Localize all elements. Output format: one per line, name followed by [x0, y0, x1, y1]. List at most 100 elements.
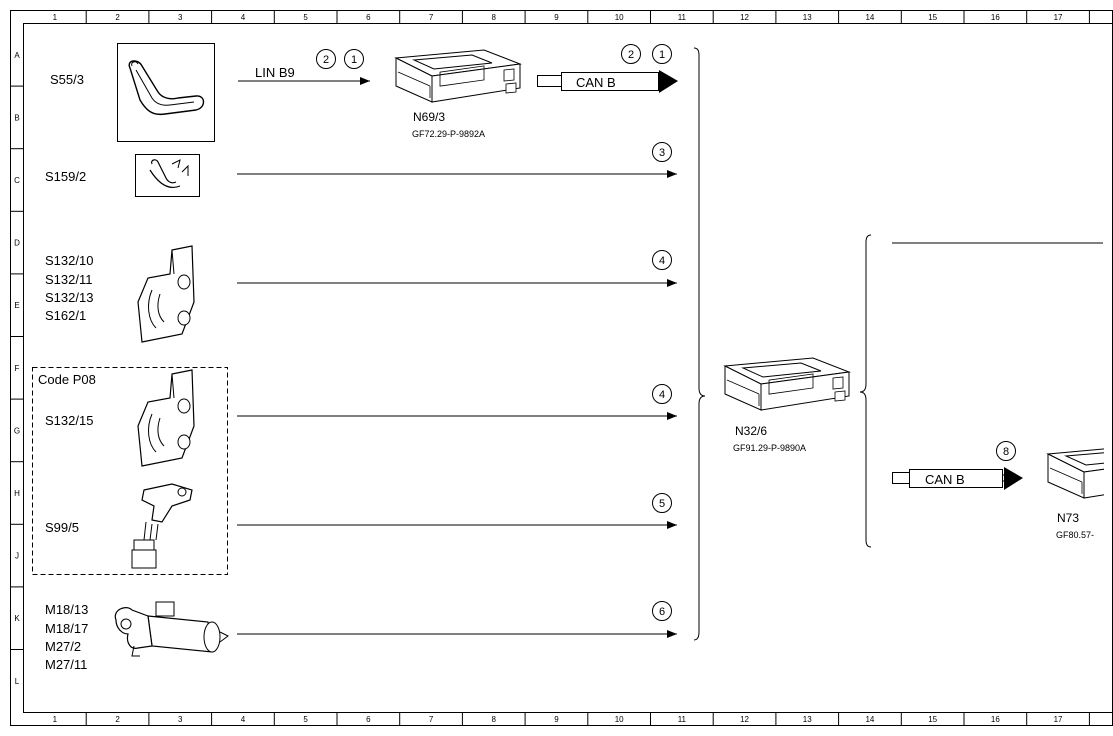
position-sensor-icon — [131, 483, 193, 569]
grid-column-label: 12 — [740, 715, 749, 724]
grid-column-label: 6 — [366, 13, 371, 22]
door-switch-icon — [137, 369, 195, 467]
motor-label-3: M27/2 — [45, 639, 81, 654]
svg-text:2: 2 — [323, 54, 329, 66]
grid-row-label: F — [15, 364, 20, 373]
grid-row-label: E — [14, 301, 19, 310]
lumbar-switch-label: S159/2 — [45, 169, 86, 184]
svg-text:3: 3 — [659, 147, 665, 159]
code-p08-label: Code P08 — [38, 372, 96, 387]
switch-group-label-2: S132/11 — [45, 272, 92, 287]
grid-column-label: 15 — [928, 715, 937, 724]
grid-column-label: 16 — [991, 13, 1000, 22]
grid-row-label: H — [14, 489, 20, 498]
grid-column-label: 7 — [429, 715, 434, 724]
control-unit-icon — [394, 49, 522, 103]
marker-signal-5: 5 — [652, 493, 672, 513]
grid-column-label: 3 — [178, 13, 183, 22]
switch-group-label-1: S132/10 — [45, 253, 93, 268]
svg-text:6: 6 — [659, 606, 665, 618]
marker-signal-6: 6 — [652, 601, 672, 621]
output-brace — [859, 234, 872, 548]
control-unit-icon — [1046, 447, 1113, 499]
grid-column-label: 10 — [615, 13, 624, 22]
marker-signal-3: 3 — [652, 142, 672, 162]
grid-column-label: 4 — [241, 715, 246, 724]
grid-column-label: 17 — [1054, 13, 1063, 22]
switch-s99-label: S99/5 — [45, 520, 79, 535]
marker-can-8: 8 — [996, 441, 1016, 461]
grid-row-label: C — [14, 176, 20, 185]
grid-column-label: 8 — [492, 13, 497, 22]
grid-column-label: 14 — [865, 13, 874, 22]
marker-lin-1: 1 — [344, 49, 364, 69]
seat-adjust-switch-icon — [117, 43, 215, 142]
motor-label-4: M27/11 — [45, 657, 87, 672]
lumbar-switch-icon — [135, 154, 200, 197]
grid-column-label: 11 — [678, 13, 687, 22]
module-n73-ref: GF80.57- — [1056, 530, 1094, 540]
grid-column-label: 10 — [615, 715, 624, 724]
grid-column-label: 5 — [303, 715, 308, 724]
seat-switch-label: S55/3 — [50, 72, 84, 87]
marker-signal-4-lower: 4 — [652, 384, 672, 404]
grid-column-label: 13 — [803, 715, 812, 724]
grid-column-label: 17 — [1054, 715, 1063, 724]
can-bus-connector-lower — [892, 467, 1023, 490]
grid-row-labels: A B C D E F G H J K L — [10, 51, 24, 686]
grid-column-label: 2 — [115, 13, 120, 22]
code-p08-box — [32, 367, 228, 575]
svg-text:8: 8 — [1003, 446, 1009, 458]
switch-group-label-3: S132/13 — [45, 290, 93, 305]
svg-text:4: 4 — [659, 255, 665, 267]
marker-can-1: 1 — [652, 44, 672, 64]
grid-column-label: 2 — [115, 715, 120, 724]
svg-text:1: 1 — [659, 49, 665, 61]
grid-column-label: 14 — [865, 715, 874, 724]
switch-p08-label: S132/15 — [45, 413, 93, 428]
lin-bus-label: LIN B9 — [255, 65, 295, 80]
grid-column-label: 5 — [303, 13, 308, 22]
marker-lin-2: 2 — [316, 49, 336, 69]
grid-row-label: K — [14, 614, 20, 623]
grid-row-label: D — [14, 239, 20, 248]
module-n32-ref: GF91.29-P-9890A — [733, 443, 806, 453]
motor-icon — [114, 601, 229, 657]
door-switch-icon — [137, 245, 195, 343]
grid-column-label: 3 — [178, 715, 183, 724]
grid-column-label: 9 — [554, 13, 559, 22]
grid-row-label: L — [15, 677, 20, 686]
grid-row-label: J — [15, 552, 19, 561]
can-bus-label-lower: CAN B — [925, 472, 965, 487]
svg-text:4: 4 — [659, 389, 665, 401]
grid-row-label: B — [14, 113, 19, 122]
grid-column-label: 9 — [554, 715, 559, 724]
marker-signal-4-upper: 4 — [652, 250, 672, 270]
grid-column-label: 7 — [429, 13, 434, 22]
module-n69-ref: GF72.29-P-9892A — [412, 129, 485, 139]
grid-column-label: 13 — [803, 13, 812, 22]
can-bus-connector-top — [537, 70, 678, 93]
svg-text:2: 2 — [628, 49, 634, 61]
marker-can-2: 2 — [621, 44, 641, 64]
input-brace — [693, 47, 706, 641]
grid-column-label: 11 — [678, 715, 687, 724]
grid-row-label: G — [14, 426, 20, 435]
grid-column-label: 4 — [241, 13, 246, 22]
grid-column-label: 12 — [740, 13, 749, 22]
can-bus-label-top: CAN B — [576, 75, 616, 90]
svg-text:5: 5 — [659, 498, 665, 510]
switch-group-label-4: S162/1 — [45, 308, 86, 323]
motor-label-1: M18/13 — [45, 602, 88, 617]
grid-column-label: 1 — [53, 715, 58, 724]
grid-row-label: A — [14, 51, 20, 60]
svg-text:1: 1 — [351, 54, 357, 66]
module-n32-name: N32/6 — [735, 424, 767, 438]
grid-column-label: 15 — [928, 13, 937, 22]
grid-column-label: 16 — [991, 715, 1000, 724]
motor-label-2: M18/17 — [45, 621, 88, 636]
grid-column-label: 6 — [366, 715, 371, 724]
